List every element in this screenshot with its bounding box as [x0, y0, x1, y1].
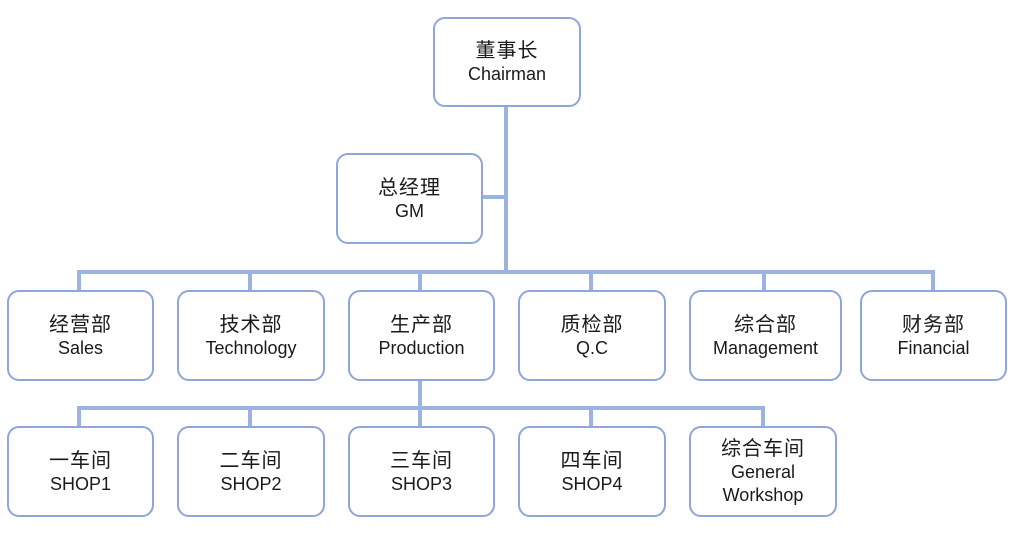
node-label-zh: 技术部 [219, 311, 283, 336]
workshop-node-shop2: 二车间 SHOP2 [177, 426, 325, 517]
node-label-en: Chairman [467, 64, 547, 84]
node-label-en: SHOP2 [220, 473, 282, 494]
node-label-en: Management [712, 337, 819, 358]
department-node-production: 生产部 Production [348, 290, 495, 381]
node-label-zh: 总经理 [378, 174, 441, 199]
node-label-zh: 董事长 [475, 38, 539, 62]
node-label-en-line2: Workshop [722, 485, 804, 505]
node-label-en: Financial [897, 337, 970, 358]
chairman-node: 董事长 Chairman [433, 17, 581, 107]
node-label-en: SHOP3 [390, 473, 453, 494]
node-label-en: Sales [57, 337, 104, 358]
workshop-node-general: 综合车间 General Workshop [689, 426, 837, 517]
node-label-en: SHOP4 [561, 473, 623, 494]
node-label-zh: 质检部 [560, 311, 624, 336]
department-node-technology: 技术部 Technology [177, 290, 325, 381]
node-label-zh: 一车间 [49, 447, 112, 472]
node-label-en: GM [395, 200, 424, 221]
department-node-sales: 经营部 Sales [7, 290, 154, 381]
node-label-en: SHOP1 [49, 473, 112, 494]
node-label-en-line1: General [730, 462, 796, 482]
node-label-zh: 经营部 [49, 311, 112, 336]
workshop-node-shop1: 一车间 SHOP1 [7, 426, 154, 517]
department-node-financial: 财务部 Financial [860, 290, 1007, 381]
node-label-zh: 四车间 [560, 447, 624, 472]
workshop-node-shop3: 三车间 SHOP3 [348, 426, 495, 517]
workshop-node-shop4: 四车间 SHOP4 [518, 426, 666, 517]
node-label-en: Q.C [575, 337, 608, 358]
node-label-en: Technology [205, 337, 297, 358]
node-label-zh: 财务部 [902, 311, 965, 336]
node-label-zh: 三车间 [390, 447, 453, 472]
node-label-en: Production [378, 337, 465, 358]
node-label-zh: 综合车间 [721, 436, 805, 460]
node-label-zh: 综合部 [734, 311, 797, 336]
gm-node: 总经理 GM [336, 153, 483, 244]
node-label-zh: 二车间 [219, 447, 283, 472]
department-node-qc: 质检部 Q.C [518, 290, 666, 381]
node-label-zh: 生产部 [390, 311, 453, 336]
department-node-management: 综合部 Management [689, 290, 842, 381]
